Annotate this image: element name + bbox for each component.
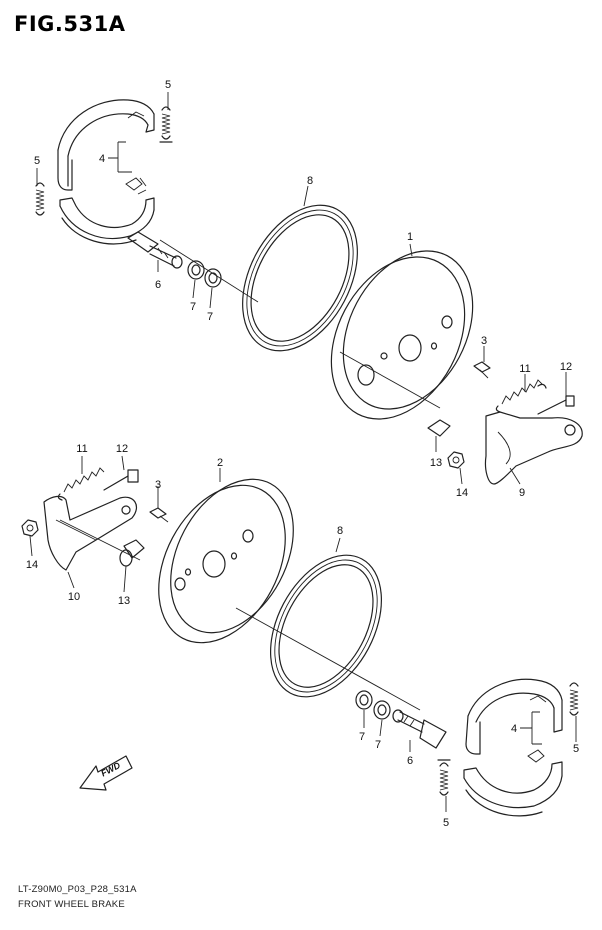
assembly-axis-upper	[159, 239, 441, 409]
lock-plate-lower	[119, 539, 145, 567]
callout-7-lower-1: 7	[359, 731, 365, 743]
washer-lower-1-hole	[359, 694, 369, 706]
callout-7-lower-2: 7	[375, 739, 381, 751]
callout-10: 10	[68, 591, 80, 603]
callout-14-upper: 14	[456, 487, 468, 499]
washer-lower-1	[355, 690, 373, 710]
callout-5-left: 5	[34, 155, 40, 167]
callout-5-lower-right: 5	[573, 743, 579, 755]
spring-lower-left	[437, 759, 451, 796]
spring-upper-left	[35, 182, 45, 216]
callout-6-lower: 6	[407, 755, 413, 767]
lock-plate-upper	[427, 419, 451, 437]
bolt-upper-12	[537, 395, 575, 415]
figure-title: FIG.531A	[14, 12, 126, 36]
washer-upper-1	[187, 260, 205, 280]
callout-3-lower: 3	[155, 479, 161, 491]
callout-12-upper: 12	[560, 361, 572, 373]
brake-shoe-lower	[463, 678, 563, 817]
brake-panel-2	[158, 478, 294, 644]
spring-upper-right	[159, 106, 173, 143]
brake-panel-1	[330, 250, 474, 420]
washer-upper-1-hole	[191, 264, 201, 276]
spring-upper-11	[495, 379, 547, 413]
diagram-code: LT-Z90M0_P03_P28_531A	[18, 884, 137, 895]
washer-upper-2	[204, 268, 222, 288]
callout-1: 1	[407, 231, 413, 243]
callout-2: 2	[217, 457, 223, 469]
callout-8-upper: 8	[307, 175, 313, 187]
callout-7-upper-1: 7	[190, 301, 196, 313]
brake-shoe-upper	[57, 99, 155, 245]
nut-upper	[447, 451, 465, 469]
callout-9: 9	[519, 487, 525, 499]
callout-4-upper: 4	[99, 153, 105, 165]
callout-13-lower: 13	[118, 595, 130, 607]
diagram-caption: FRONT WHEEL BRAKE	[18, 899, 125, 910]
callout-7-upper-2: 7	[207, 311, 213, 323]
brake-camshaft-upper	[127, 231, 183, 269]
leader-lines	[29, 92, 577, 812]
callout-12-lower: 12	[116, 443, 128, 455]
callout-13-upper: 13	[430, 457, 442, 469]
callout-5-lower-left: 5	[443, 817, 449, 829]
nut-lower	[21, 519, 39, 537]
washer-lower-2-hole	[377, 704, 387, 716]
callout-14-lower: 14	[26, 559, 38, 571]
callout-4-lower: 4	[511, 723, 517, 735]
callout-11-upper: 11	[519, 363, 530, 375]
bolt-lower-12	[103, 469, 139, 491]
spring-lower-11	[57, 467, 105, 501]
callout-11-lower: 11	[76, 443, 87, 455]
callout-6-upper: 6	[155, 279, 161, 291]
bolt-upper	[473, 361, 491, 379]
callout-5-top: 5	[165, 79, 171, 91]
brake-arm-bracket-9	[484, 411, 583, 485]
seal-ring-lower	[269, 554, 383, 698]
bolt-lower	[149, 507, 169, 523]
brake-arm-bracket-10	[43, 495, 137, 571]
callout-3-upper: 3	[481, 335, 487, 347]
spring-lower-right	[569, 682, 579, 716]
washer-lower-2	[373, 700, 391, 720]
washer-upper-2-hole	[208, 272, 218, 284]
brake-camshaft-lower	[392, 709, 447, 749]
callout-8-lower: 8	[337, 525, 343, 537]
fwd-direction-arrow: FWD	[79, 755, 133, 791]
assembly-axis-lower	[59, 519, 421, 711]
seal-ring-upper	[242, 204, 358, 352]
